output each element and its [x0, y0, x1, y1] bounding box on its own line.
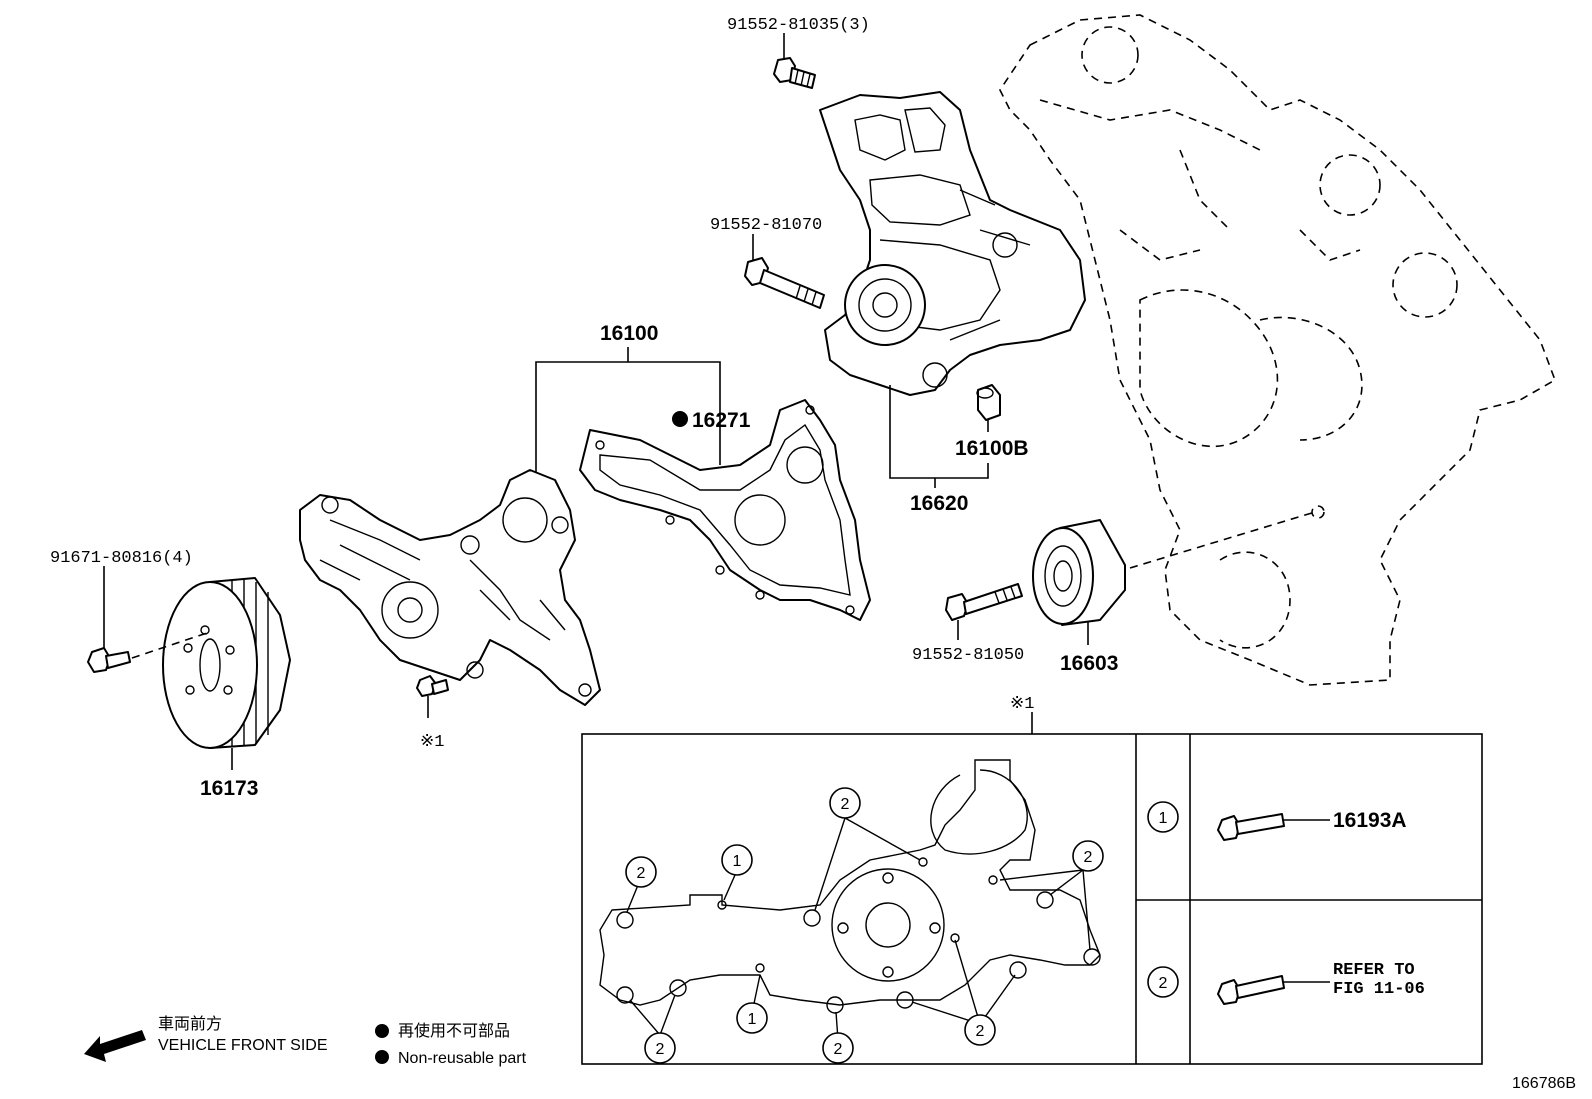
legend-nonreuse-en: Non-reusable part [398, 1050, 527, 1067]
label-note-1: ※1 [420, 733, 444, 752]
inset-callout-leaders [626, 817, 1091, 1041]
bolt-refer-fig [1217, 975, 1285, 1005]
non-reusable-dot [672, 411, 688, 427]
gasket-16271 [579, 399, 871, 621]
label-91552-81070: 91552-81070 [710, 216, 822, 235]
label-16620: 16620 [910, 492, 968, 515]
non-reusable-dot-icon [375, 1050, 389, 1064]
timing-cover-outline [999, 14, 1556, 686]
label-91552-81035: 91552-81035(3) [727, 16, 870, 35]
label-91671-80816: 91671-80816(4) [50, 549, 193, 568]
figure-id: 166786B [1512, 1075, 1576, 1092]
ref-line-1: REFER TO [1333, 961, 1415, 980]
key-2: 2 [1159, 975, 1168, 992]
ref-line-2: FIG 11-06 [1333, 980, 1425, 999]
inset-pump-outline [599, 759, 1101, 1014]
water-pump-pulley-16173 [162, 577, 291, 749]
legend-nonreuse-jp: 再使用不可部品 [398, 1022, 510, 1040]
non-reusable-dot-icon [375, 1024, 389, 1038]
legend-front-jp: 車両前方 [158, 1015, 222, 1033]
legend: 車両前方 VEHICLE FRONT SIDE 再使用不可部品 Non-reus… [84, 1015, 527, 1067]
callout-2: 2 [656, 1041, 665, 1058]
label-16603: 16603 [1060, 652, 1118, 675]
callout-2: 2 [834, 1041, 843, 1058]
bolt-91552-81035 [773, 57, 816, 89]
leader-16620 [889, 385, 989, 479]
callout-2: 2 [637, 865, 646, 882]
bolt-16193a [1217, 813, 1285, 841]
inset-callouts: 2 1 2 2 2 1 2 2 [625, 787, 1104, 1064]
bushing-16100b [976, 384, 1001, 421]
callout-1: 1 [748, 1011, 757, 1028]
label-16271: 16271 [692, 409, 751, 432]
bolt-91552-81050 [945, 583, 1023, 621]
label-16100: 16100 [600, 322, 658, 345]
callout-2: 2 [841, 796, 850, 813]
legend-front-en: VEHICLE FRONT SIDE [158, 1037, 328, 1054]
water-pump-body [299, 469, 601, 706]
label-91552-81050: 91552-81050 [912, 646, 1024, 665]
callout-2: 2 [976, 1023, 985, 1040]
inset-box [581, 733, 1483, 1065]
callout-1: 1 [733, 853, 742, 870]
idler-pulley-16603 [1032, 519, 1126, 626]
bracket-16620 [819, 91, 1086, 396]
vehicle-front-arrow-icon [84, 1030, 146, 1062]
label-16100b: 16100B [955, 437, 1029, 460]
key-1: 1 [1159, 810, 1168, 827]
label-16173: 16173 [200, 777, 258, 800]
label-16193a: 16193A [1333, 809, 1407, 832]
bolt-91552-81070 [744, 257, 825, 309]
label-inset-note: ※1 [1010, 695, 1034, 714]
bolt-91671-80816 [87, 647, 131, 673]
callout-2: 2 [1084, 849, 1093, 866]
bolt-note-1 [416, 675, 449, 697]
inset-key-table: 1 2 16193A REFER TO FIG 11-06 [1147, 801, 1425, 1005]
